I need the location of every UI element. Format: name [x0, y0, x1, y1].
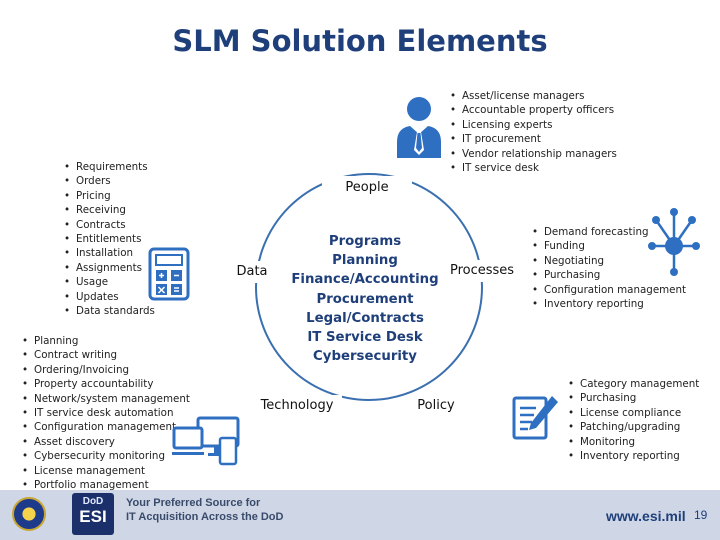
list-item: Planning — [20, 334, 190, 349]
list-item: Installation — [62, 246, 155, 261]
data-list: Requirements Orders Pricing Receiving Co… — [62, 160, 155, 319]
slide-title: SLM Solution Elements — [172, 24, 548, 58]
list-item: Purchasing — [566, 391, 699, 406]
logo-small-text: DoD — [82, 496, 104, 507]
footer-website-link[interactable]: www.esi.mil — [606, 508, 686, 524]
list-item: Category management — [566, 377, 699, 392]
list-item: Patching/upgrading — [566, 420, 699, 435]
list-item: IT service desk automation — [20, 406, 190, 421]
list-item: Entitlements — [62, 232, 155, 247]
center-line: IT Service Desk — [307, 330, 423, 346]
list-item: Property accountability — [20, 377, 190, 392]
list-item: Demand forecasting — [530, 225, 686, 240]
node-processes: Processes — [440, 260, 524, 282]
list-item: Orders — [62, 174, 155, 189]
calculator-icon — [148, 247, 190, 301]
center-functions: Programs Planning Finance/Accounting Pro… — [290, 232, 440, 366]
list-item: Asset discovery — [20, 435, 190, 450]
list-item: Monitoring — [566, 435, 699, 450]
center-line: Planning — [332, 253, 398, 269]
node-policy: Policy — [408, 395, 464, 417]
list-item: License management — [20, 464, 190, 479]
center-line: Finance/Accounting — [291, 272, 439, 288]
node-people: People — [322, 176, 412, 200]
list-item: Network/system management — [20, 392, 190, 407]
list-item: Licensing experts — [448, 118, 617, 133]
list-item: Purchasing — [530, 268, 686, 283]
person-tie-icon — [397, 97, 441, 158]
list-item: Portfolio management — [20, 478, 190, 493]
list-item: Inventory reporting — [530, 297, 686, 312]
node-data: Data — [226, 261, 278, 283]
page-number: 19 — [694, 508, 708, 522]
list-item: Assignments — [62, 261, 155, 276]
footer-tagline-1: Your Preferred Source for — [126, 497, 261, 509]
list-item: Usage — [62, 275, 155, 290]
center-line: Cybersecurity — [313, 349, 417, 365]
esi-logo: DoD ESI — [72, 493, 114, 535]
list-item: Cybersecurity monitoring — [20, 449, 190, 464]
technology-list: Planning Contract writing Ordering/Invoi… — [20, 334, 190, 493]
list-item: Updates — [62, 290, 155, 305]
center-line: Procurement — [316, 291, 414, 307]
list-item: Data standards — [62, 304, 155, 319]
list-item: Configuration management — [530, 283, 686, 298]
list-item: Asset/license managers — [448, 89, 617, 104]
list-item: Ordering/Invoicing — [20, 363, 190, 378]
footer-bar: DoD ESI Your Preferred Source for IT Acq… — [0, 490, 720, 540]
list-item: Contract writing — [20, 348, 190, 363]
logo-big-text: ESI — [79, 507, 107, 526]
dod-seal-icon — [12, 497, 46, 531]
policy-list: Category management Purchasing License c… — [566, 377, 699, 464]
list-item: Accountable property officers — [448, 103, 617, 118]
list-item: Requirements — [62, 160, 155, 175]
network-hub-icon — [648, 208, 700, 276]
computer-devices-icon — [172, 416, 240, 466]
list-item: Inventory reporting — [566, 449, 699, 464]
list-item: Funding — [530, 239, 686, 254]
processes-list: Demand forecasting Funding Negotiating P… — [530, 225, 686, 312]
list-item: IT service desk — [448, 161, 617, 176]
list-item: License compliance — [566, 406, 699, 421]
list-item: Configuration management — [20, 420, 190, 435]
center-line: Legal/Contracts — [306, 310, 424, 326]
center-line: Programs — [328, 234, 402, 249]
list-item: Receiving — [62, 203, 155, 218]
list-item: Negotiating — [530, 254, 686, 269]
people-list: Asset/license managers Accountable prope… — [448, 89, 617, 176]
footer-tagline-2: IT Acquisition Across the DoD — [126, 511, 284, 523]
list-item: IT procurement — [448, 132, 617, 147]
list-item: Contracts — [62, 218, 155, 233]
node-technology: Technology — [252, 395, 342, 417]
list-item: Vendor relationship managers — [448, 147, 617, 162]
document-pencil-icon — [512, 396, 558, 440]
list-item: Pricing — [62, 189, 155, 204]
